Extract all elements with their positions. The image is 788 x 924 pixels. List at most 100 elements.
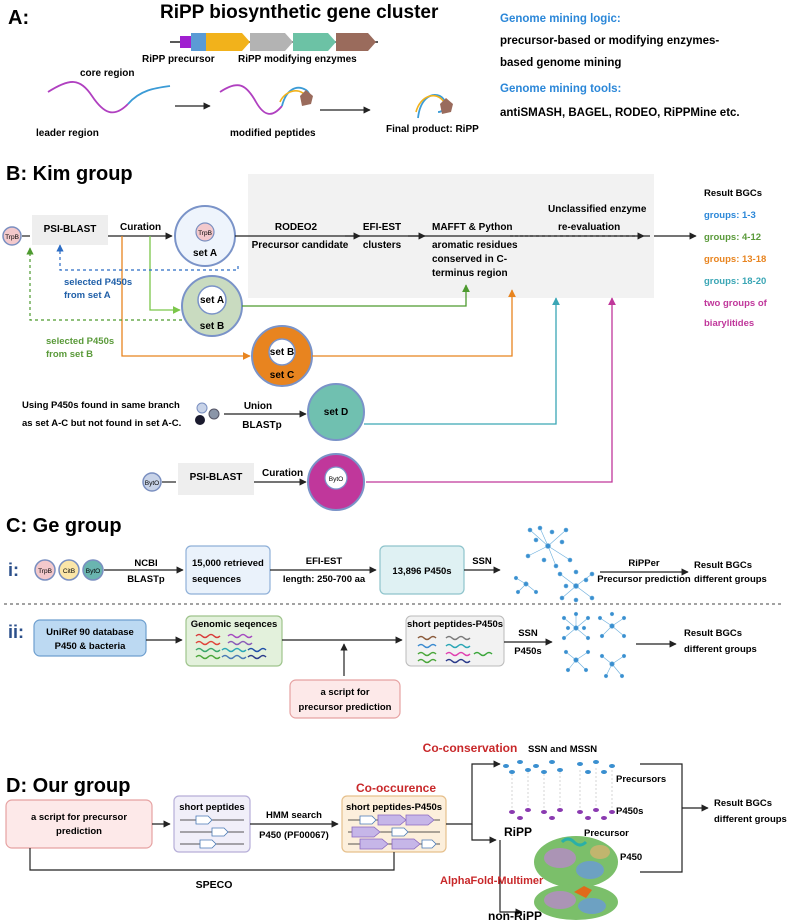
set-d-circle bbox=[307, 383, 365, 441]
d-short-p450-label: short peptides-P450s bbox=[346, 802, 442, 813]
precursor-gene bbox=[180, 36, 191, 48]
set-c-label: set C bbox=[270, 370, 294, 381]
c-trpb-label: TrpB bbox=[38, 568, 52, 575]
d-short-peptides-label: short peptides bbox=[179, 802, 244, 813]
section-d: D: Our group a script for precursor pred… bbox=[5, 741, 787, 923]
byto-to-panel bbox=[366, 297, 616, 483]
selected-a-line1: selected P450s bbox=[64, 277, 132, 288]
branch-nonripp bbox=[499, 840, 523, 916]
aromatic-line1: aromatic residues bbox=[432, 240, 518, 251]
logic-line-2: based genome mining bbox=[500, 57, 621, 69]
retrieved-line2: sequences bbox=[192, 574, 241, 585]
mafft-label: MAFFT & Python bbox=[432, 222, 513, 233]
uniref-box bbox=[33, 619, 147, 657]
set-a-trpb-label: TrpB bbox=[198, 230, 212, 237]
final-ripp-bridge bbox=[415, 94, 445, 113]
section-b-title: B: Kim group bbox=[6, 163, 133, 185]
gene-arrow-4 bbox=[293, 33, 336, 51]
set-c-inner bbox=[268, 338, 296, 366]
blastp-label: BLASTp bbox=[242, 420, 281, 431]
psi-blast-label: PSI-BLAST bbox=[44, 224, 97, 235]
ssn-network-ii bbox=[561, 611, 627, 679]
union-label: Union bbox=[244, 401, 272, 412]
logic-line-1: precursor-based or modifying enzymes- bbox=[500, 35, 719, 47]
byto-node bbox=[142, 472, 162, 492]
section-b: B: Kim group TrpB PSI-BLAST Curation Trp… bbox=[2, 163, 768, 511]
genomic-sequences-icon bbox=[195, 633, 267, 660]
d-script-line2: prediction bbox=[56, 826, 102, 837]
core-peptide-curve bbox=[127, 85, 171, 105]
result-bgcs-title: Result BGCs bbox=[704, 188, 762, 199]
short-peptides-icon bbox=[417, 635, 493, 664]
tools-line: antiSMASH, BAGEL, RODEO, RiPPMine etc. bbox=[500, 107, 740, 119]
genome-mining-tools-title: Genome mining tools: bbox=[500, 83, 621, 95]
gene-arrow-3 bbox=[250, 33, 293, 51]
gene-arrow-5 bbox=[336, 33, 376, 51]
set-b-to-mafft bbox=[242, 284, 470, 307]
alphafold-label: AlphaFold-Multimer bbox=[440, 875, 544, 887]
hmm-label: HMM search bbox=[266, 810, 322, 821]
byto-set-inner bbox=[324, 466, 348, 490]
pfam-label: P450 (PF00067) bbox=[259, 830, 329, 841]
using-p450s-line1: Using P450s found in same branch bbox=[22, 400, 180, 411]
c-citb-node bbox=[58, 559, 80, 581]
branch-ripp bbox=[471, 824, 497, 844]
d-result-line1: Result BGCs bbox=[714, 798, 772, 809]
ssn-label: SSN bbox=[472, 556, 492, 567]
speco-bracket bbox=[29, 848, 395, 871]
aromatic-line3: terminus region bbox=[432, 268, 508, 279]
selected-b-line2: from set B bbox=[46, 349, 93, 360]
d-p450s-label: P450s bbox=[616, 806, 643, 817]
core-region-label: core region bbox=[80, 68, 134, 79]
genomic-label: Genomic seqences bbox=[191, 619, 278, 630]
genomic-box bbox=[185, 615, 283, 667]
curation-to-set-b bbox=[149, 236, 181, 314]
ncbi-blastp-label: BLASTp bbox=[127, 574, 165, 585]
final-product-label: Final product: RiPP bbox=[386, 124, 479, 135]
curation-to-set-c bbox=[121, 236, 251, 360]
ripp-protein-structure bbox=[534, 836, 618, 888]
coconservation-label: Co-conservation bbox=[423, 741, 518, 755]
set-d-label: set D bbox=[324, 407, 348, 418]
branch-coconservation bbox=[446, 760, 501, 825]
rodeo2-label: RODEO2 bbox=[275, 222, 318, 233]
section-a-label: A: bbox=[8, 7, 29, 29]
set-b-in-c-label: set B bbox=[270, 347, 294, 358]
ii-result-line1: Result BGCs bbox=[684, 628, 742, 639]
d-script-line1: a script for precursor bbox=[31, 812, 127, 823]
d-short-p450-icon bbox=[348, 814, 440, 850]
c-citb-label: CitB bbox=[63, 568, 75, 575]
set-a-label: set A bbox=[193, 248, 217, 259]
length-label: length: 250-700 aa bbox=[283, 574, 366, 585]
d-result-line2: different groups bbox=[714, 814, 787, 825]
final-enzyme-icon bbox=[440, 98, 453, 114]
modified-peptides-label: modified peptides bbox=[230, 128, 316, 139]
result-groups-1: groups: 1-3 bbox=[704, 210, 756, 221]
psi-blast-label-2: PSI-BLAST bbox=[190, 472, 243, 483]
uniref-line1: UniRef 90 database bbox=[46, 627, 134, 638]
cooccurrence-label: Co-occurence bbox=[356, 781, 436, 795]
selected-from-b-arrow bbox=[26, 247, 182, 321]
precursors-label: Precursors bbox=[616, 774, 666, 785]
c-result-line2: different groups bbox=[694, 574, 767, 585]
ii-result-line2: different groups bbox=[684, 644, 757, 655]
genome-mining-logic-title: Genome mining logic: bbox=[500, 13, 621, 25]
result-groups-5b: biarylitides bbox=[704, 318, 754, 329]
psi-blast-box bbox=[32, 215, 108, 245]
byto-node-label: BytO bbox=[145, 480, 159, 487]
uniref-line2: P450 & bacteria bbox=[55, 641, 126, 652]
result-groups-4: groups: 18-20 bbox=[704, 276, 766, 287]
d-short-peptides-icon bbox=[180, 815, 244, 849]
script-box bbox=[289, 679, 401, 719]
section-a-title: RiPP biosynthetic gene cluster bbox=[160, 2, 439, 23]
gene-arrow-2 bbox=[206, 33, 250, 51]
structure-precursor-label: Precursor bbox=[584, 828, 629, 839]
section-a: A: RiPP biosynthetic gene cluster RiPP p… bbox=[8, 2, 740, 139]
c-trpb-node bbox=[34, 559, 56, 581]
leader-peptide-curve bbox=[47, 81, 129, 114]
nonripp-label: non-RiPP bbox=[488, 909, 542, 923]
speco-label: SPECO bbox=[196, 879, 233, 891]
selected-a-line2: from set A bbox=[64, 290, 111, 301]
script-line1: a script for bbox=[320, 687, 369, 698]
